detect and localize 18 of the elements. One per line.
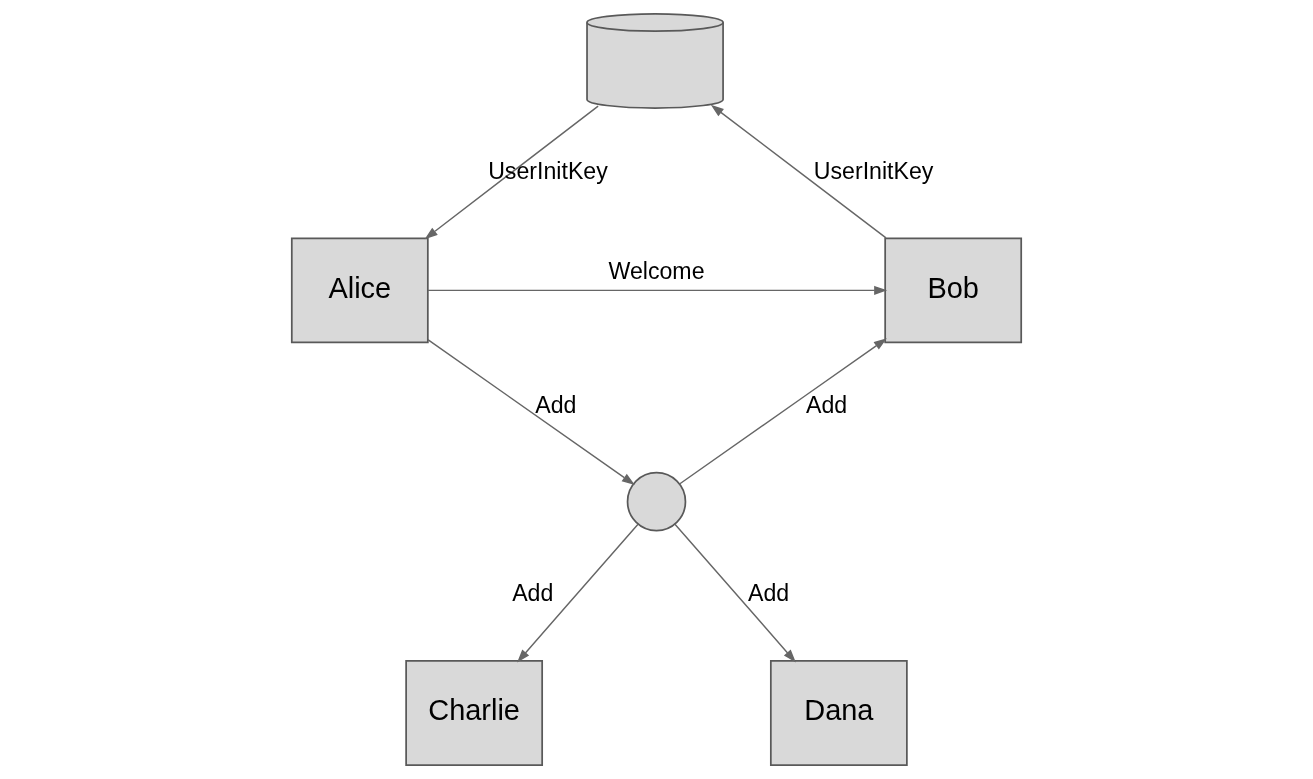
edge-label: Add xyxy=(535,392,577,419)
arrow xyxy=(674,523,796,663)
edge-label: UserInitKey xyxy=(813,157,934,184)
node-circle xyxy=(626,471,687,532)
arrow xyxy=(427,285,888,295)
node-box: Dana xyxy=(769,660,908,766)
arrow xyxy=(517,523,639,663)
arrow xyxy=(710,104,887,239)
arrow xyxy=(679,338,887,485)
edge-label: Add xyxy=(748,580,790,607)
node-box: Alice xyxy=(290,237,429,344)
edge-label: Welcome xyxy=(608,257,705,284)
node-box: Charlie xyxy=(405,660,544,766)
arrow xyxy=(424,105,599,240)
edge-label: Add xyxy=(805,392,848,419)
arrow xyxy=(427,338,635,486)
edge-label: Add xyxy=(512,580,554,607)
node-box: Bob xyxy=(884,237,1023,344)
